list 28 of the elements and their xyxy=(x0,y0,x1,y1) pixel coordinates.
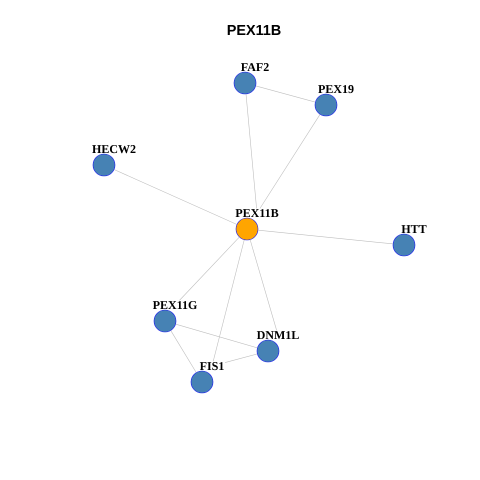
gene-node: HTT xyxy=(392,225,426,256)
gene-node: PEX11G xyxy=(152,301,197,332)
gene-node: FAF2 xyxy=(234,63,269,94)
node-label: HECW2 xyxy=(92,145,136,154)
edge-line xyxy=(250,240,277,331)
node-label: PEX19 xyxy=(318,85,354,94)
gene-node: HECW2 xyxy=(92,145,136,176)
edge-line xyxy=(258,230,394,244)
node-label: HTT xyxy=(402,225,426,234)
node-label: DNM1L xyxy=(256,331,299,340)
node-label: FAF2 xyxy=(240,63,269,72)
edge-line xyxy=(176,324,258,348)
edge-line xyxy=(260,114,320,209)
edge-line xyxy=(179,236,240,301)
title: PEX11B xyxy=(228,25,281,35)
edge-line xyxy=(114,169,237,225)
node-label: FIS1 xyxy=(200,362,224,370)
edge-line xyxy=(224,354,258,363)
gene-node: PEX11B xyxy=(236,209,278,240)
node-label: PEX11G xyxy=(152,301,198,310)
edge-line xyxy=(170,330,196,373)
edge-line xyxy=(212,240,245,362)
gene-node: DNM1L xyxy=(256,331,299,362)
edge-line xyxy=(256,86,316,102)
gene-node: FIS1 xyxy=(190,362,224,394)
edge-line xyxy=(246,94,257,209)
gene-node: PEX19 xyxy=(314,85,354,116)
node-label: PEX11B xyxy=(236,209,278,218)
